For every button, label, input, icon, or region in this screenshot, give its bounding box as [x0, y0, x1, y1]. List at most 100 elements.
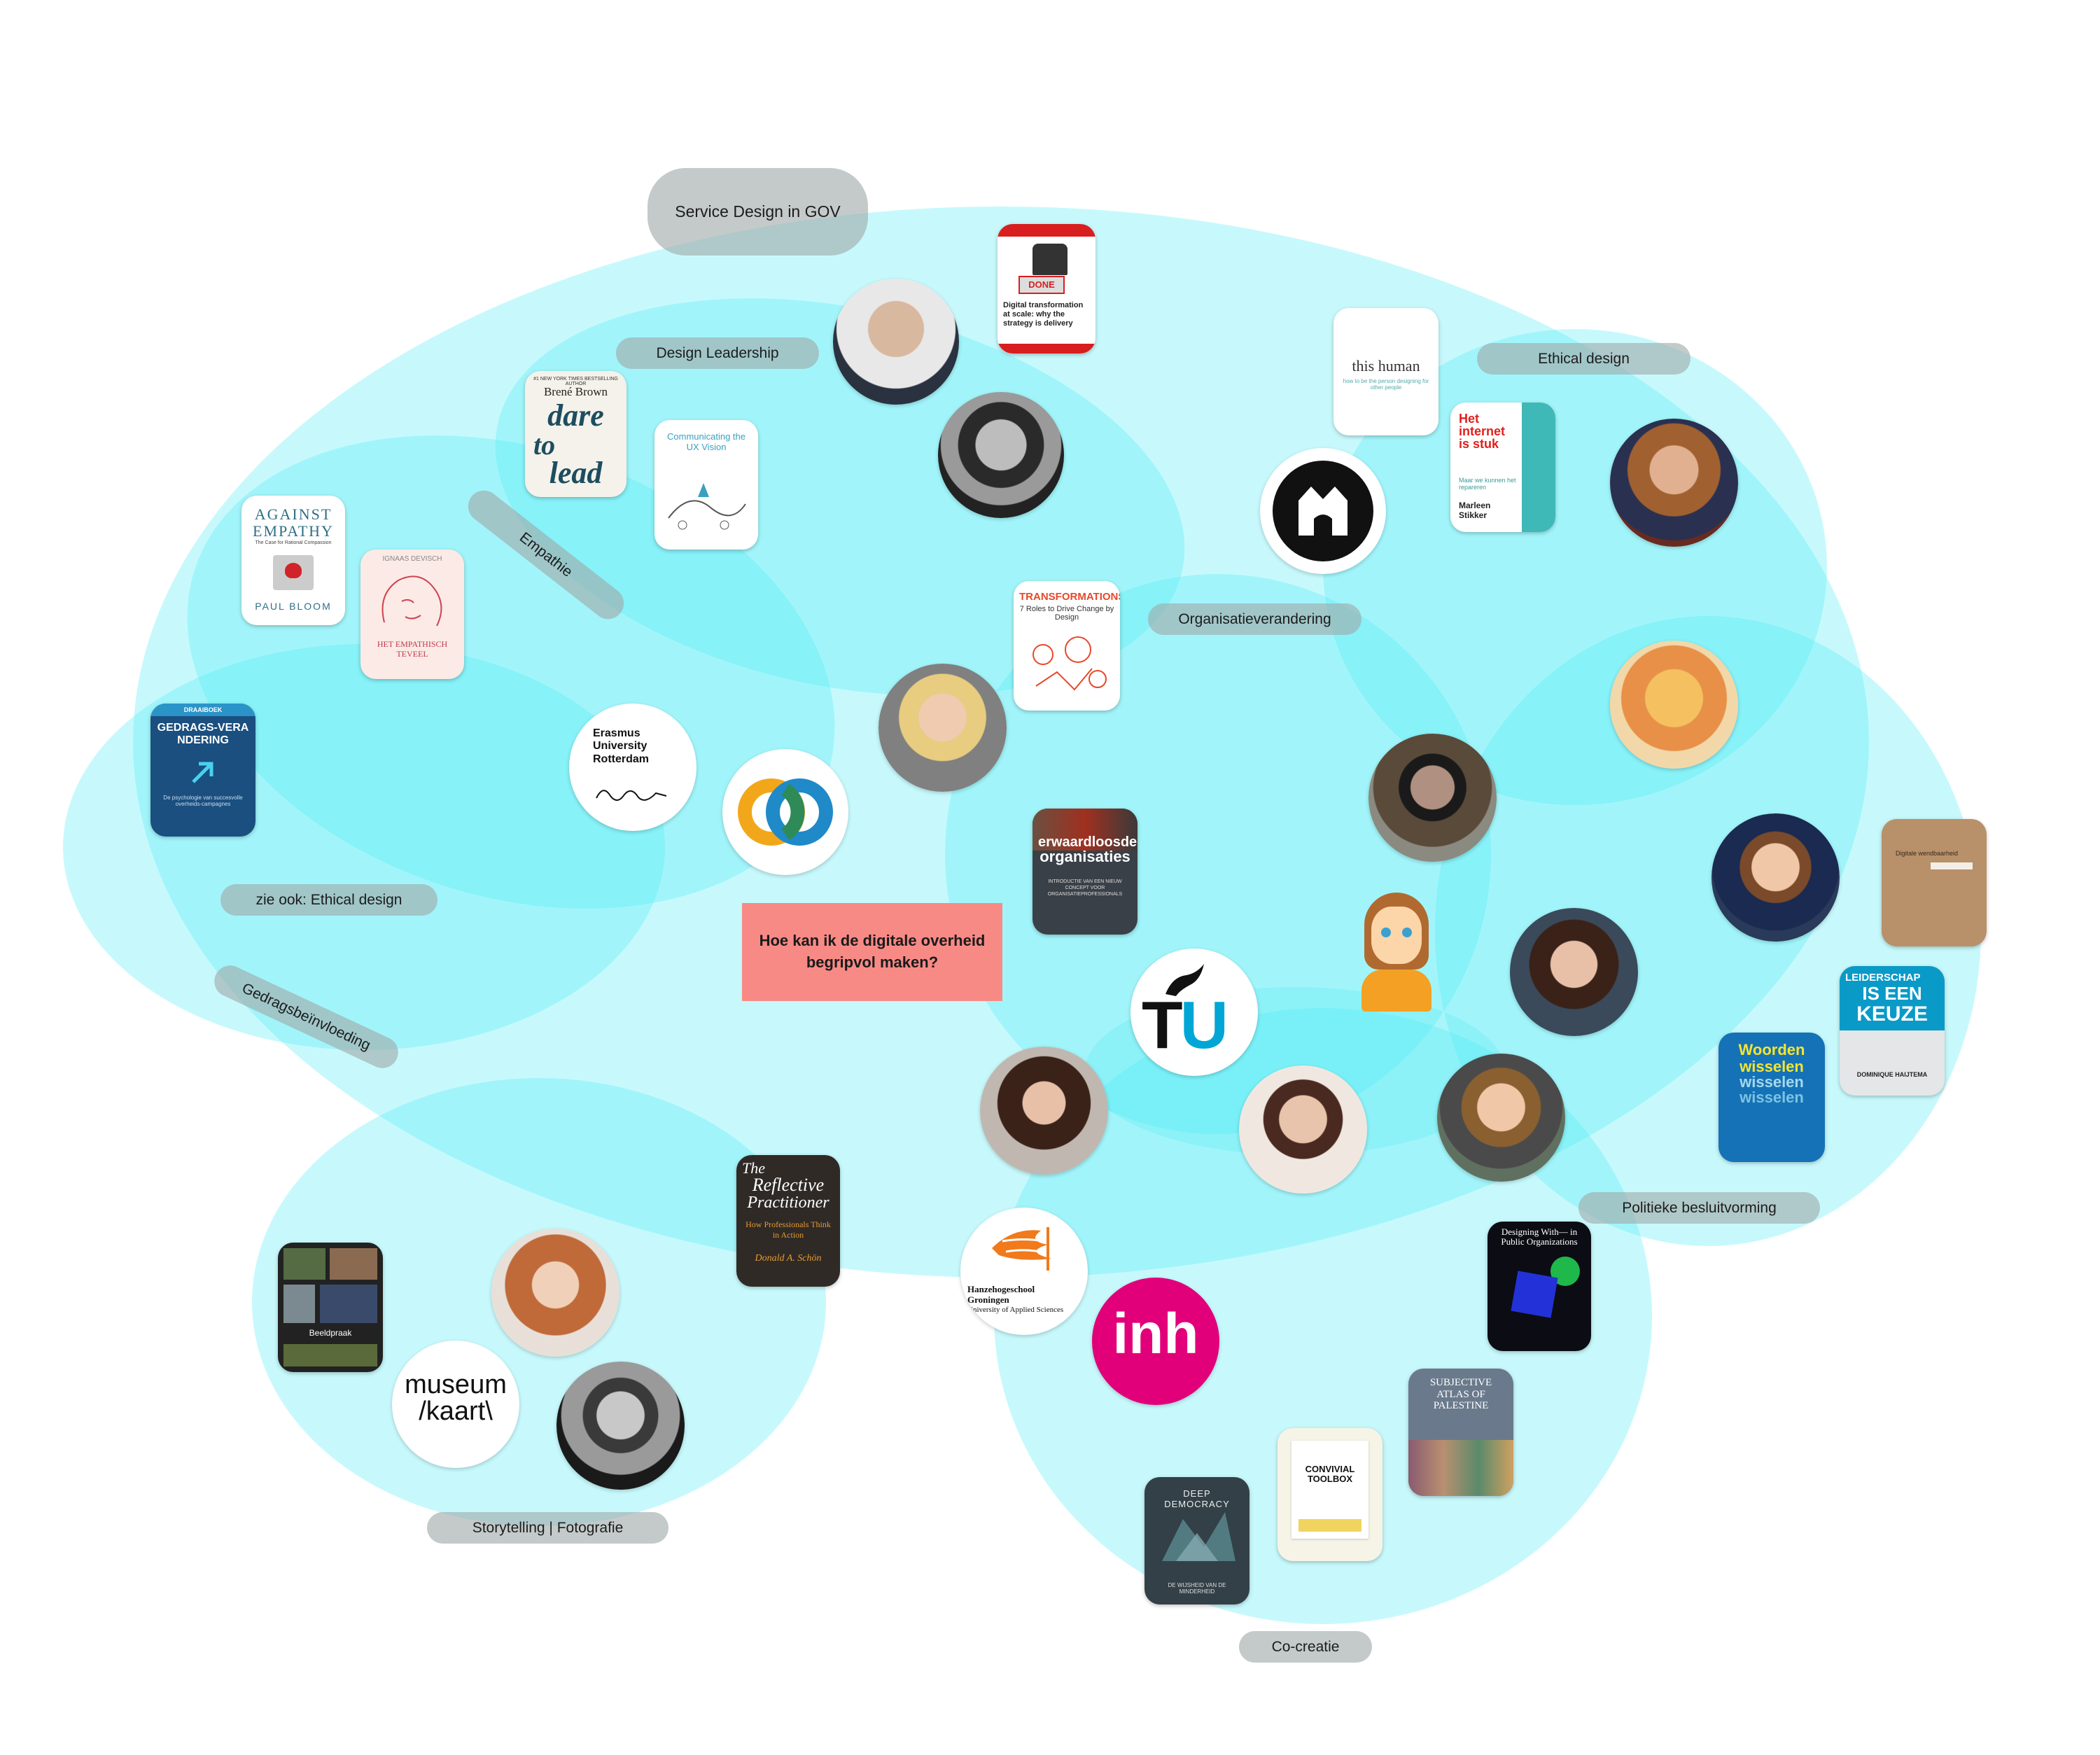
- woman-emoji-icon[interactable]: [1354, 893, 1438, 1012]
- topic-label: Organisatieverandering: [1178, 610, 1331, 627]
- topic-label: Politieke besluitvorming: [1622, 1199, 1777, 1216]
- topic-label: Ethical design: [1538, 350, 1630, 367]
- book-gedragsverandering[interactable]: DRAAIBOEK GEDRAGS-VERANDERING De psychol…: [150, 704, 255, 837]
- book-title-line: LEIDERSCHAP: [1845, 972, 1921, 984]
- avatar-person[interactable]: [1368, 734, 1497, 862]
- book-author: Marleen Stikker: [1459, 501, 1491, 520]
- book-subtitle: 7 Roles to Drive Change by Design: [1019, 605, 1114, 622]
- book-subtitle: The Case for Rational Compassion: [255, 540, 332, 545]
- book-subtitle: INTRODUCTIE VAN EEN NIEUW CONCEPT VOOR O…: [1047, 879, 1123, 897]
- book-subjective-atlas[interactable]: SUBJECTIVE ATLAS OF PALESTINE: [1408, 1369, 1513, 1496]
- book-title-line: The: [742, 1159, 765, 1177]
- book-title: Beeldpraak: [309, 1328, 352, 1338]
- avatar-person[interactable]: [556, 1362, 685, 1490]
- book-title: DEEP DEMOCRACY: [1164, 1488, 1230, 1509]
- topic-organisatieverandering[interactable]: Organisatieverandering: [1148, 603, 1362, 635]
- book-transformations[interactable]: TRANSFORMATIONS 7 Roles to Drive Change …: [1014, 581, 1120, 711]
- rings-logo[interactable]: [722, 749, 848, 875]
- book-woorden-wisselen[interactable]: Woorden wisselen wisselen wisselen: [1718, 1033, 1825, 1162]
- book-subtitle: DE WIJSHEID VAN DE MINDERHEID: [1168, 1582, 1226, 1595]
- logo-text-line: museum: [405, 1370, 507, 1399]
- book-title: SUBJECTIVE ATLAS OF PALESTINE: [1429, 1377, 1492, 1411]
- book-dare-to-lead[interactable]: #1 NEW YORK TIMES BESTSELLING AUTHOR Bre…: [525, 371, 626, 497]
- avatar-person[interactable]: [1610, 419, 1738, 547]
- book-leiderschap[interactable]: LEIDERSCHAP IS EEN KEUZE DOMINIQUE HAIJT…: [1840, 966, 1945, 1096]
- book-title-line: AGAINST: [254, 505, 332, 523]
- arrow-up-right-icon: [192, 762, 214, 783]
- book-author: IGNAAS DEVISCH: [382, 555, 442, 563]
- book-empathisch-teveel[interactable]: IGNAAS DEVISCH HET EMPATHISCH TEVEEL: [360, 550, 464, 679]
- topic-label: Co-creatie: [1271, 1638, 1340, 1655]
- castle-icon: [1298, 487, 1348, 536]
- book-title: HET EMPATHISCH TEVEEL: [377, 639, 448, 659]
- book-subtitle: how to be the person designing for other…: [1343, 378, 1429, 391]
- book-title: Digital transformation at scale: why the…: [1003, 301, 1084, 328]
- logo-text: inh: [1112, 1302, 1199, 1366]
- question-text: Hoe kan ik de digitale overheid begripvo…: [759, 932, 986, 971]
- book-title-line: KEUZE: [1856, 1002, 1928, 1026]
- interlocking-rings-icon: [738, 778, 833, 846]
- logo-text-line: Rotterdam: [593, 753, 650, 765]
- topic-co-creatie[interactable]: Co-creatie: [1239, 1631, 1372, 1663]
- book-title-line: Reflective: [752, 1175, 825, 1195]
- book-title-line: to: [533, 429, 556, 461]
- avatar-person[interactable]: [1437, 1054, 1565, 1182]
- book-digital-transformation[interactable]: DONE Digital transformation at scale: wh…: [997, 224, 1096, 354]
- book-this-human[interactable]: this human how to be the person designin…: [1334, 308, 1438, 435]
- book-badge: DONE: [1018, 276, 1065, 294]
- ship-sail-icon: [992, 1227, 1051, 1271]
- book-beeldpraak[interactable]: Beeldpraak: [278, 1243, 383, 1372]
- avatar-person[interactable]: [1712, 813, 1840, 942]
- book-title-line: Woorden: [1738, 1041, 1805, 1058]
- topic-label: Storytelling | Fotografie: [472, 1519, 624, 1536]
- book-convivial-toolbox[interactable]: CONVIVIAL TOOLBOX: [1278, 1428, 1382, 1561]
- organisation-logo[interactable]: [1260, 448, 1386, 574]
- book-title-line: wisselen: [1740, 1073, 1804, 1091]
- topic-storytelling-fotografie[interactable]: Storytelling | Fotografie: [427, 1512, 668, 1544]
- central-question[interactable]: Hoe kan ik de digitale overheid begripvo…: [742, 903, 1002, 1001]
- polygon-illustration-icon: [1162, 1512, 1236, 1561]
- signature-icon: [596, 790, 667, 801]
- avatar-person[interactable]: [833, 279, 959, 405]
- book-deep-democracy[interactable]: DEEP DEMOCRACY DE WIJSHEID VAN DE MINDER…: [1144, 1477, 1250, 1604]
- tu-delft-logo[interactable]: TU: [1130, 949, 1258, 1076]
- erasmus-university-logo[interactable]: Erasmus University Rotterdam: [569, 704, 696, 831]
- face-line-drawing-icon: [382, 575, 442, 627]
- book-tagline: DRAAIBOEK: [183, 706, 223, 713]
- museumkaart-logo[interactable]: museum /kaart\: [392, 1341, 519, 1468]
- avatar-person[interactable]: [1510, 908, 1638, 1036]
- book-title: Digitale wendbaarheid: [1896, 850, 1959, 857]
- avatar-person[interactable]: [1239, 1065, 1367, 1194]
- avatar-person[interactable]: [878, 664, 1007, 792]
- book-title: Communicating the UX Vision: [667, 431, 746, 452]
- topic-label: zie ook: Ethical design: [255, 891, 402, 908]
- avatar-person[interactable]: [938, 392, 1064, 518]
- topic-ethical-design[interactable]: Ethical design: [1477, 343, 1690, 375]
- book-ux-vision[interactable]: Communicating the UX Vision: [654, 420, 758, 550]
- book-title-line: wisselen: [1740, 1058, 1804, 1075]
- book-internet-is-stuk[interactable]: Het internet is stuk Maar we kunnen het …: [1450, 403, 1555, 532]
- book-against-empathy[interactable]: AGAINST EMPATHY The Case for Rational Co…: [241, 496, 345, 625]
- book-organisaties[interactable]: erwaardloosde organisaties INTRODUCTIE V…: [1032, 809, 1138, 935]
- topic-design-leadership[interactable]: Design Leadership: [616, 337, 819, 369]
- topic-politieke-besluitvorming[interactable]: Politieke besluitvorming: [1578, 1192, 1820, 1224]
- topic-zie-ook-ethical-design[interactable]: zie ook: Ethical design: [220, 884, 438, 916]
- heart-icon: [285, 563, 302, 578]
- book-title: this human: [1352, 357, 1420, 375]
- sketch-illustration-icon: [668, 483, 746, 530]
- topic-service-design-gov[interactable]: Service Design in GOV: [648, 168, 868, 256]
- avatar-person[interactable]: [491, 1229, 620, 1357]
- book-title: Designing With— in Public Organizations: [1501, 1226, 1578, 1247]
- book-title: CONVIVIAL TOOLBOX: [1305, 1464, 1355, 1485]
- avatar-person[interactable]: [1610, 641, 1738, 769]
- book-author: DOMINIQUE HAIJTEMA: [1856, 1071, 1928, 1078]
- avatar-person[interactable]: [980, 1047, 1108, 1175]
- book-designing-with[interactable]: Designing With— in Public Organizations: [1488, 1222, 1591, 1351]
- inholland-logo[interactable]: inh: [1092, 1278, 1219, 1405]
- book-brown[interactable]: Digitale wendbaarheid: [1882, 819, 1987, 946]
- logo-text-line: Groningen: [967, 1294, 1009, 1305]
- book-reflective-practitioner[interactable]: The Reflective Practitioner How Professi…: [736, 1155, 840, 1287]
- logo-text-line: University of Applied Sciences: [967, 1305, 1064, 1314]
- hanzehogeschool-logo[interactable]: Hanzehogeschool Groningen University of …: [960, 1208, 1088, 1335]
